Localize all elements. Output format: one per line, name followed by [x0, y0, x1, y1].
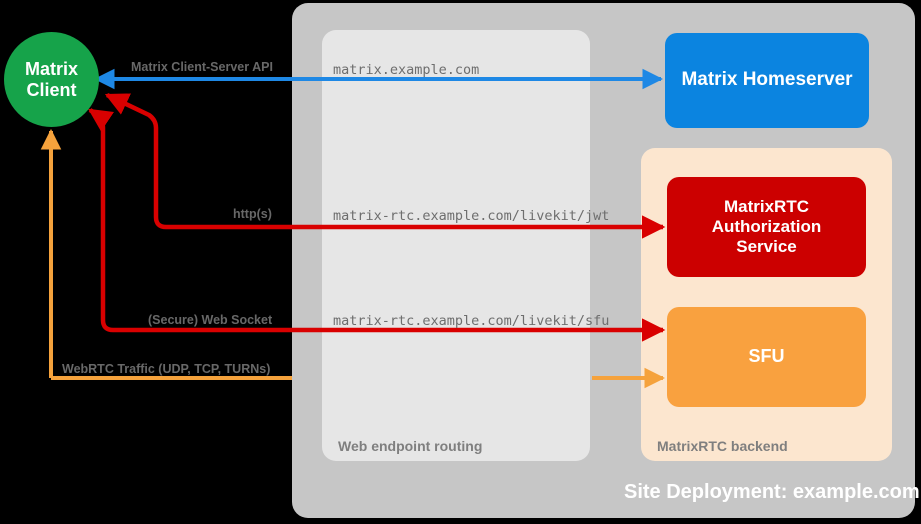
endpoint-url-homeserver: matrix.example.com [333, 62, 480, 78]
connector-label-webrtc-traffic: WebRTC Traffic (UDP, TCP, TURNs) [62, 362, 271, 376]
label-backdrop-webrtc [56, 356, 290, 374]
label-backdrop-cs-api [118, 54, 290, 72]
connector-label-client-server-api: Matrix Client-Server API [131, 60, 273, 74]
authorization-service-label-line2: Authorization [711, 216, 822, 236]
matrix-client-label-line2: Client [26, 79, 77, 100]
web-endpoint-routing-container [322, 30, 590, 461]
caption-site-deployment: Site Deployment: example.com [624, 481, 920, 503]
caption-matrixrtc-backend: MatrixRTC backend [657, 438, 788, 454]
node-matrix-homeserver[interactable]: Matrix Homeserver [665, 33, 869, 128]
endpoint-url-livekit-jwt: matrix-rtc.example.com/livekit/jwt [333, 208, 610, 224]
node-sfu[interactable]: SFU [667, 307, 866, 407]
node-matrix-client[interactable]: Matrix Client [4, 32, 99, 127]
matrix-client-label-line1: Matrix [24, 58, 78, 79]
caption-web-endpoint-routing: Web endpoint routing [338, 438, 483, 454]
connector-label-http-auth: http(s) [233, 207, 272, 221]
sfu-label: SFU [748, 346, 785, 367]
connector-label-web-socket: (Secure) Web Socket [148, 313, 273, 327]
endpoint-url-livekit-sfu: matrix-rtc.example.com/livekit/sfu [333, 313, 610, 329]
matrix-homeserver-label: Matrix Homeserver [681, 69, 853, 91]
authorization-service-label-line3: Service [736, 237, 797, 257]
authorization-service-label-line1: MatrixRTC [723, 196, 809, 216]
node-matrixrtc-authorization-service[interactable]: MatrixRTC Authorization Service [667, 177, 866, 277]
